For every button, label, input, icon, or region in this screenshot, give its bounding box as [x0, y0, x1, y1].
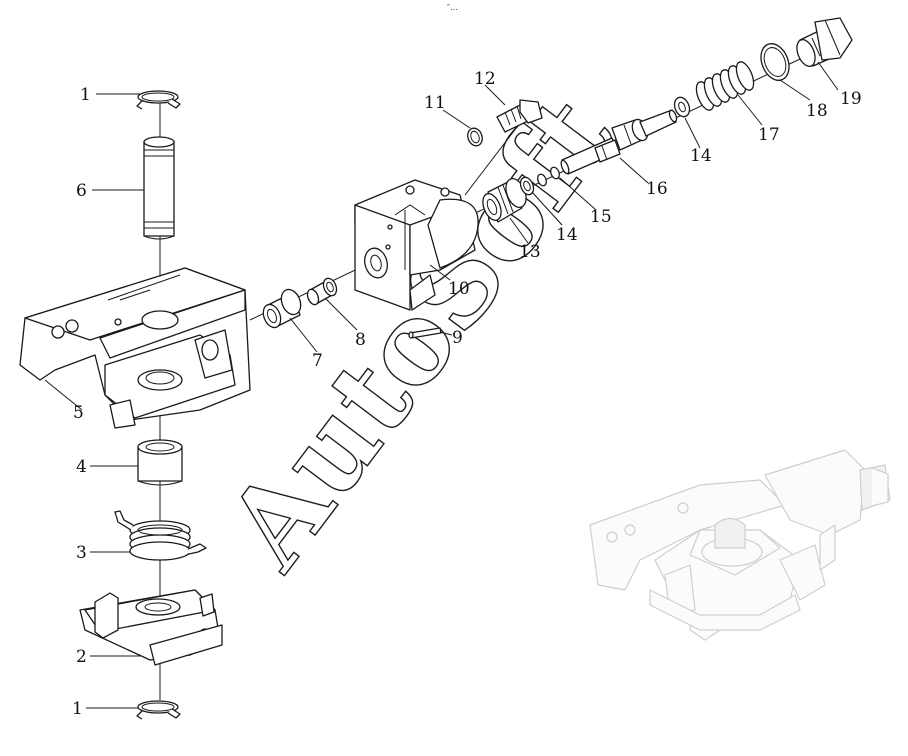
callout-17: 17	[758, 125, 780, 145]
callout-13: 13	[519, 242, 541, 262]
callout-12: 12	[474, 69, 496, 89]
part-9-roll-pin	[408, 327, 442, 339]
part-6-pin	[143, 136, 175, 240]
callout-15: 15	[590, 207, 612, 227]
part-5-fork-bracket	[19, 267, 251, 429]
part-2-base-plate	[79, 589, 223, 666]
part-17-coil-spring	[695, 61, 755, 111]
callout-5: 5	[73, 403, 84, 423]
callout-leaders	[44, 61, 839, 709]
callout-11: 11	[424, 93, 446, 113]
callout-3: 3	[76, 543, 87, 563]
part-8-plunger	[306, 277, 338, 306]
callout-19: 19	[840, 89, 862, 109]
callout-8: 8	[355, 330, 366, 350]
part-11-circlip	[467, 127, 483, 147]
part-4-bushing	[137, 439, 183, 486]
part-16-valve-stem	[560, 109, 678, 175]
part-10-valve-body	[354, 179, 479, 311]
callout-1-top: 1	[80, 85, 91, 105]
header-mark: ″…	[447, 3, 458, 12]
assembled-view-image	[589, 449, 891, 641]
part-3-torsion-spring	[114, 510, 207, 561]
callout-18: 18	[806, 101, 828, 121]
callout-1-bottom: 1	[72, 699, 83, 719]
part-12-bolt	[496, 99, 543, 133]
part-14-washer-upper	[673, 96, 691, 118]
part-7-sleeve	[262, 288, 302, 329]
callout-7: 7	[312, 351, 323, 371]
callout-labels: 1 6 5 4 3 2 1 7 8 9 10 11 12 13 14 15 16…	[72, 69, 862, 719]
part-19-plug	[796, 17, 853, 67]
part-1-circlip-bottom	[136, 700, 181, 720]
part-1-circlip-top	[136, 90, 181, 110]
part-14-washer-lower	[519, 176, 535, 196]
callout-9: 9	[452, 328, 463, 348]
callout-10: 10	[448, 279, 470, 299]
callout-14-upper: 14	[690, 146, 712, 166]
part-15-o-rings	[537, 166, 560, 187]
callout-14-lower: 14	[556, 225, 578, 245]
callout-2: 2	[76, 647, 87, 667]
callout-6: 6	[76, 181, 87, 201]
callout-16: 16	[646, 179, 668, 199]
callout-4: 4	[76, 457, 87, 477]
part-18-sealing-ring	[760, 43, 790, 81]
